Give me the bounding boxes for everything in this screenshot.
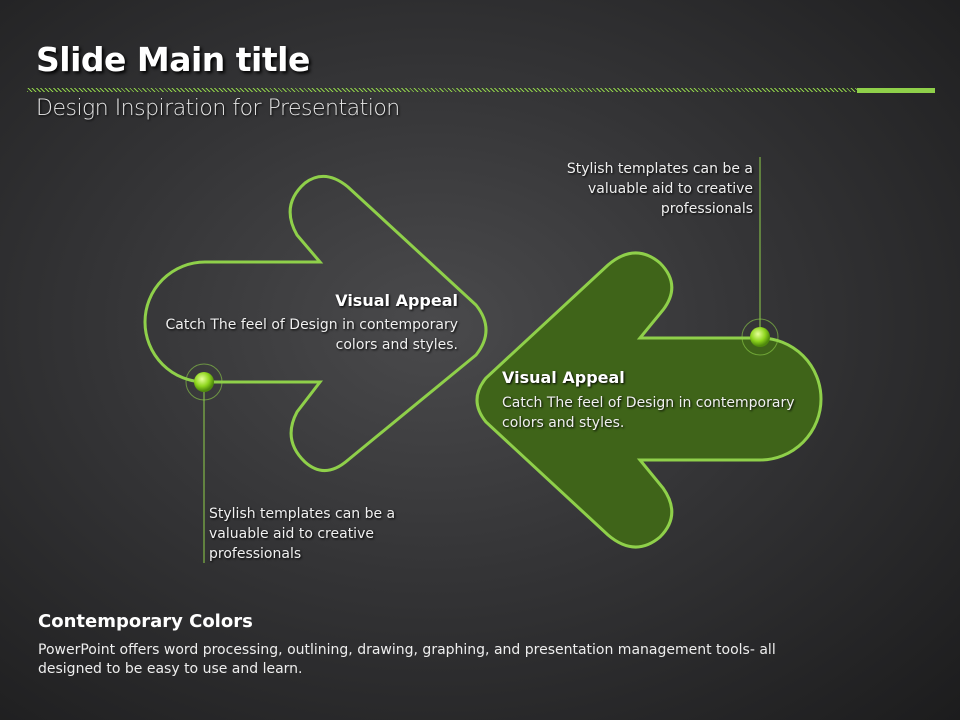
right-callout-text: Stylish templates can be a valuable aid …	[566, 161, 753, 217]
right-arrow-body: Catch The feel of Design in contemporary…	[502, 395, 795, 431]
footer-heading: Contemporary Colors	[38, 611, 253, 632]
title-divider-accent	[857, 88, 935, 93]
right-arrow-heading: Visual Appeal	[502, 368, 625, 387]
footer-body: PowerPoint offers word processing, outli…	[38, 642, 776, 677]
left-arrow-body: Catch The feel of Design in contemporary…	[165, 317, 459, 353]
right-marker-ring	[741, 318, 779, 356]
right-marker-dot	[750, 327, 770, 347]
right-pointing-arrow	[143, 175, 488, 472]
slide-subtitle: Design Inspiration for Presentation	[36, 96, 400, 121]
left-callout-text: Stylish templates can be a valuable aid …	[209, 506, 396, 562]
left-arrow-heading: Visual Appeal	[335, 291, 458, 310]
title-divider	[27, 88, 857, 92]
left-pointing-arrow	[475, 251, 823, 549]
slide-title: Slide Main title	[36, 40, 310, 79]
left-marker-ring	[185, 363, 223, 401]
left-marker-dot	[194, 372, 214, 392]
